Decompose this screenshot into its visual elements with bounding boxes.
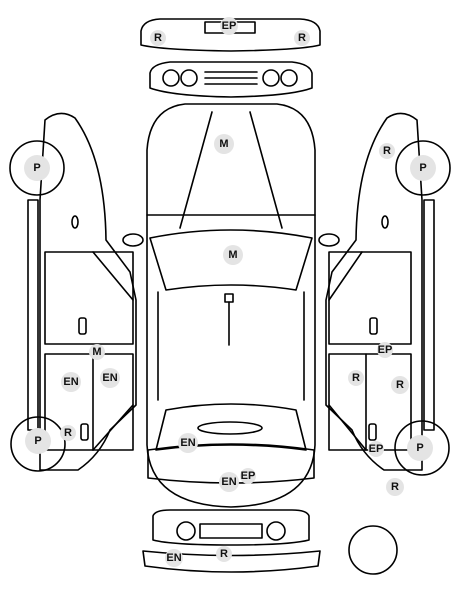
mark-p-23[interactable]: P bbox=[407, 435, 433, 461]
spare-wheel bbox=[348, 525, 398, 575]
mark-label: M bbox=[219, 138, 228, 150]
mark-p-20[interactable]: P bbox=[24, 155, 50, 181]
mark-r-13[interactable]: R bbox=[379, 143, 395, 159]
mark-m-3[interactable]: M bbox=[214, 134, 234, 154]
mark-r-12[interactable]: R bbox=[216, 546, 232, 562]
mark-r-17[interactable]: R bbox=[391, 376, 409, 394]
mark-background bbox=[391, 376, 409, 394]
mark-label: EN bbox=[102, 372, 117, 384]
mark-label: R bbox=[154, 32, 162, 44]
mark-en-8[interactable]: EN bbox=[178, 433, 198, 453]
left-side-view bbox=[9, 112, 137, 472]
mark-background bbox=[150, 30, 166, 46]
mark-label: P bbox=[416, 442, 423, 454]
mark-en-6[interactable]: EN bbox=[61, 372, 81, 392]
mark-background bbox=[223, 245, 243, 265]
mark-p-22[interactable]: P bbox=[25, 428, 51, 454]
mark-background bbox=[89, 344, 105, 360]
mark-label: EP bbox=[241, 470, 256, 482]
mark-m-5[interactable]: M bbox=[89, 344, 105, 360]
mark-label: R bbox=[391, 481, 399, 493]
mark-label: EN bbox=[180, 437, 195, 449]
mark-background bbox=[379, 143, 395, 159]
mark-ep-0[interactable]: EP bbox=[220, 17, 238, 35]
mark-background bbox=[219, 472, 239, 492]
mark-background bbox=[377, 342, 393, 358]
mark-label: EP bbox=[378, 344, 393, 356]
mark-en-11[interactable]: EN bbox=[165, 549, 183, 567]
mark-r-1[interactable]: R bbox=[150, 30, 166, 46]
mark-label: P bbox=[34, 435, 41, 447]
mark-label: M bbox=[228, 249, 237, 261]
mark-label: R bbox=[220, 548, 228, 560]
mark-label: R bbox=[298, 32, 306, 44]
mark-background bbox=[24, 155, 50, 181]
mark-background bbox=[216, 546, 232, 562]
mark-background bbox=[410, 155, 436, 181]
mark-background bbox=[60, 425, 76, 441]
mark-label: R bbox=[396, 379, 404, 391]
mark-ep-15[interactable]: EP bbox=[377, 342, 393, 358]
mark-background bbox=[386, 478, 404, 496]
mark-r-2[interactable]: R bbox=[294, 30, 310, 46]
front-grille bbox=[149, 61, 313, 98]
rear-bumper bbox=[142, 550, 321, 573]
mark-r-16[interactable]: R bbox=[348, 370, 364, 386]
mark-label: R bbox=[383, 145, 391, 157]
mark-label: P bbox=[33, 162, 40, 174]
mark-background bbox=[407, 435, 433, 461]
mark-ep-10[interactable]: EP bbox=[240, 468, 256, 484]
mark-en-7[interactable]: EN bbox=[100, 368, 120, 388]
mark-label: P bbox=[419, 162, 426, 174]
mark-m-4[interactable]: M bbox=[223, 245, 243, 265]
mark-r-19[interactable]: R bbox=[386, 478, 404, 496]
mark-background bbox=[178, 433, 198, 453]
damage-marks: EP R R M M M EN EN EN EN EP EN R R R EP R R EP R P P P P bbox=[24, 17, 436, 567]
mark-label: EN bbox=[166, 552, 181, 564]
mark-background bbox=[348, 370, 364, 386]
mark-background bbox=[25, 428, 51, 454]
mark-ep-18[interactable]: EP bbox=[368, 441, 384, 457]
mark-label: R bbox=[64, 427, 72, 439]
mark-label: EN bbox=[221, 476, 236, 488]
mark-background bbox=[61, 372, 81, 392]
mark-label: M bbox=[92, 346, 101, 358]
mark-background bbox=[368, 441, 384, 457]
mark-background bbox=[240, 468, 256, 484]
mark-label: EN bbox=[63, 376, 78, 388]
car-body-top-view bbox=[122, 103, 340, 508]
mark-en-9[interactable]: EN bbox=[219, 472, 239, 492]
mark-label: EP bbox=[222, 20, 237, 32]
mark-background bbox=[165, 549, 183, 567]
mark-label: EP bbox=[369, 443, 384, 455]
mark-background bbox=[220, 17, 238, 35]
mark-r-14[interactable]: R bbox=[60, 425, 76, 441]
mark-background bbox=[100, 368, 120, 388]
mark-background bbox=[214, 134, 234, 154]
mark-p-21[interactable]: P bbox=[410, 155, 436, 181]
mark-background bbox=[294, 30, 310, 46]
rear-lights bbox=[152, 509, 310, 546]
mark-label: R bbox=[352, 372, 360, 384]
